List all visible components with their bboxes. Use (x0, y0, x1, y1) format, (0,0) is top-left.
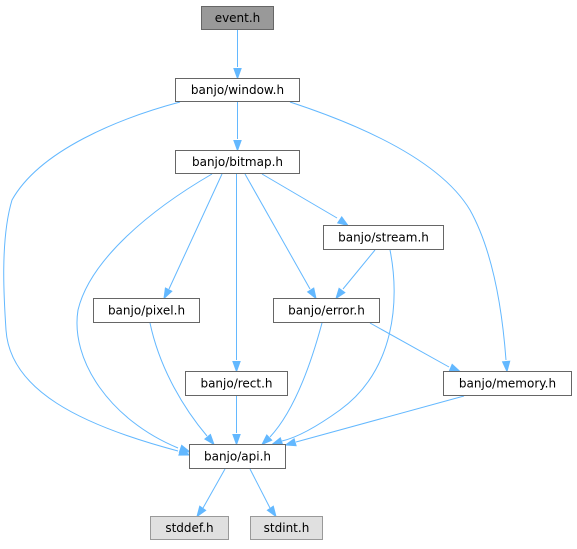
edge-arrowhead (266, 505, 277, 518)
node-label-banjo-pixel-h: banjo/pixel.h (108, 304, 185, 318)
edge-error-to-memory (369, 322, 462, 373)
edge-error-to-api (260, 322, 323, 446)
edge-line (202, 468, 226, 509)
edge-bitmap-to-stream (261, 173, 350, 227)
node-banjo-stream-h[interactable]: banjo/stream.h (323, 225, 444, 250)
edge-api-to-stdint (249, 468, 277, 518)
edge-rect-to-api (232, 396, 241, 446)
edge-window-to-memory (289, 101, 511, 373)
edge-line (295, 395, 465, 443)
node-stddef-h[interactable]: stddef.h (150, 516, 229, 540)
edge-bitmap-to-rect (232, 174, 241, 373)
node-label-banjo-memory-h: banjo/memory.h (459, 377, 556, 391)
edge-line (3, 101, 181, 452)
node-banjo-rect-h[interactable]: banjo/rect.h (185, 371, 288, 396)
edge-line (342, 249, 376, 290)
edge-arrowhead (178, 444, 192, 453)
edge-stream-to-error (335, 249, 376, 300)
node-label-banjo-bitmap-h: banjo/bitmap.h (192, 155, 283, 169)
node-banjo-memory-h[interactable]: banjo/memory.h (443, 371, 572, 396)
edge-window-to-bitmap (233, 102, 242, 152)
node-banjo-bitmap-h[interactable]: banjo/bitmap.h (175, 150, 300, 174)
graph-edges (3, 30, 511, 518)
edge-arrowhead (163, 287, 173, 300)
node-banjo-error-h[interactable]: banjo/error.h (273, 298, 380, 323)
edge-arrowhead (448, 363, 462, 373)
node-stdint-h[interactable]: stdint.h (250, 516, 323, 540)
node-banjo-pixel-h[interactable]: banjo/pixel.h (93, 298, 200, 323)
edge-line (168, 173, 223, 290)
edge-arrowhead (306, 287, 317, 300)
edge-arrowhead (284, 437, 297, 447)
edge-arrowhead (336, 216, 350, 227)
edge-memory-to-api (284, 395, 465, 447)
node-label-stdint-h: stdint.h (264, 521, 310, 535)
edge-window-to-api (3, 101, 191, 456)
node-banjo-api-h[interactable]: banjo/api.h (189, 444, 286, 469)
edge-bitmap-to-error (244, 173, 317, 300)
node-label-banjo-api-h: banjo/api.h (204, 450, 271, 464)
edge-line (76, 173, 213, 449)
edge-arrowhead (260, 434, 273, 446)
edge-bitmap-to-api (76, 173, 213, 453)
node-label-stddef-h: stddef.h (165, 521, 213, 535)
edge-line (249, 468, 271, 509)
edge-arrowhead (270, 437, 284, 446)
edge-api-to-stddef (196, 468, 226, 518)
edge-event-to-window (233, 30, 242, 80)
edge-arrowhead (232, 361, 241, 373)
node-label-banjo-rect-h: banjo/rect.h (200, 377, 272, 391)
edge-arrowhead (196, 505, 207, 518)
edge-line (261, 173, 338, 219)
node-label-event-h: event.h (215, 11, 261, 25)
edge-line (289, 101, 507, 361)
edge-line (149, 322, 208, 437)
edge-arrowhead (233, 68, 242, 80)
node-event-h[interactable]: event.h (201, 6, 274, 30)
edge-line (269, 322, 323, 438)
edge-line (244, 173, 311, 290)
edge-arrowhead (335, 287, 346, 300)
edge-arrowhead (501, 360, 511, 373)
node-label-banjo-error-h: banjo/error.h (288, 304, 365, 318)
graph-nodes: event.h banjo/window.h banjo/bitmap.h ba… (93, 6, 572, 540)
edge-line (281, 249, 395, 442)
edge-bitmap-to-pixel (163, 173, 223, 300)
edge-stream-to-api (270, 249, 395, 446)
node-label-banjo-stream-h: banjo/stream.h (338, 231, 429, 245)
node-label-banjo-window-h: banjo/window.h (191, 83, 284, 97)
edge-pixel-to-api (149, 322, 215, 446)
edge-arrowhead (232, 434, 241, 446)
edge-arrowhead (233, 140, 242, 152)
node-banjo-window-h[interactable]: banjo/window.h (175, 78, 300, 102)
edge-line (369, 322, 450, 368)
edge-arrowhead (203, 433, 215, 446)
